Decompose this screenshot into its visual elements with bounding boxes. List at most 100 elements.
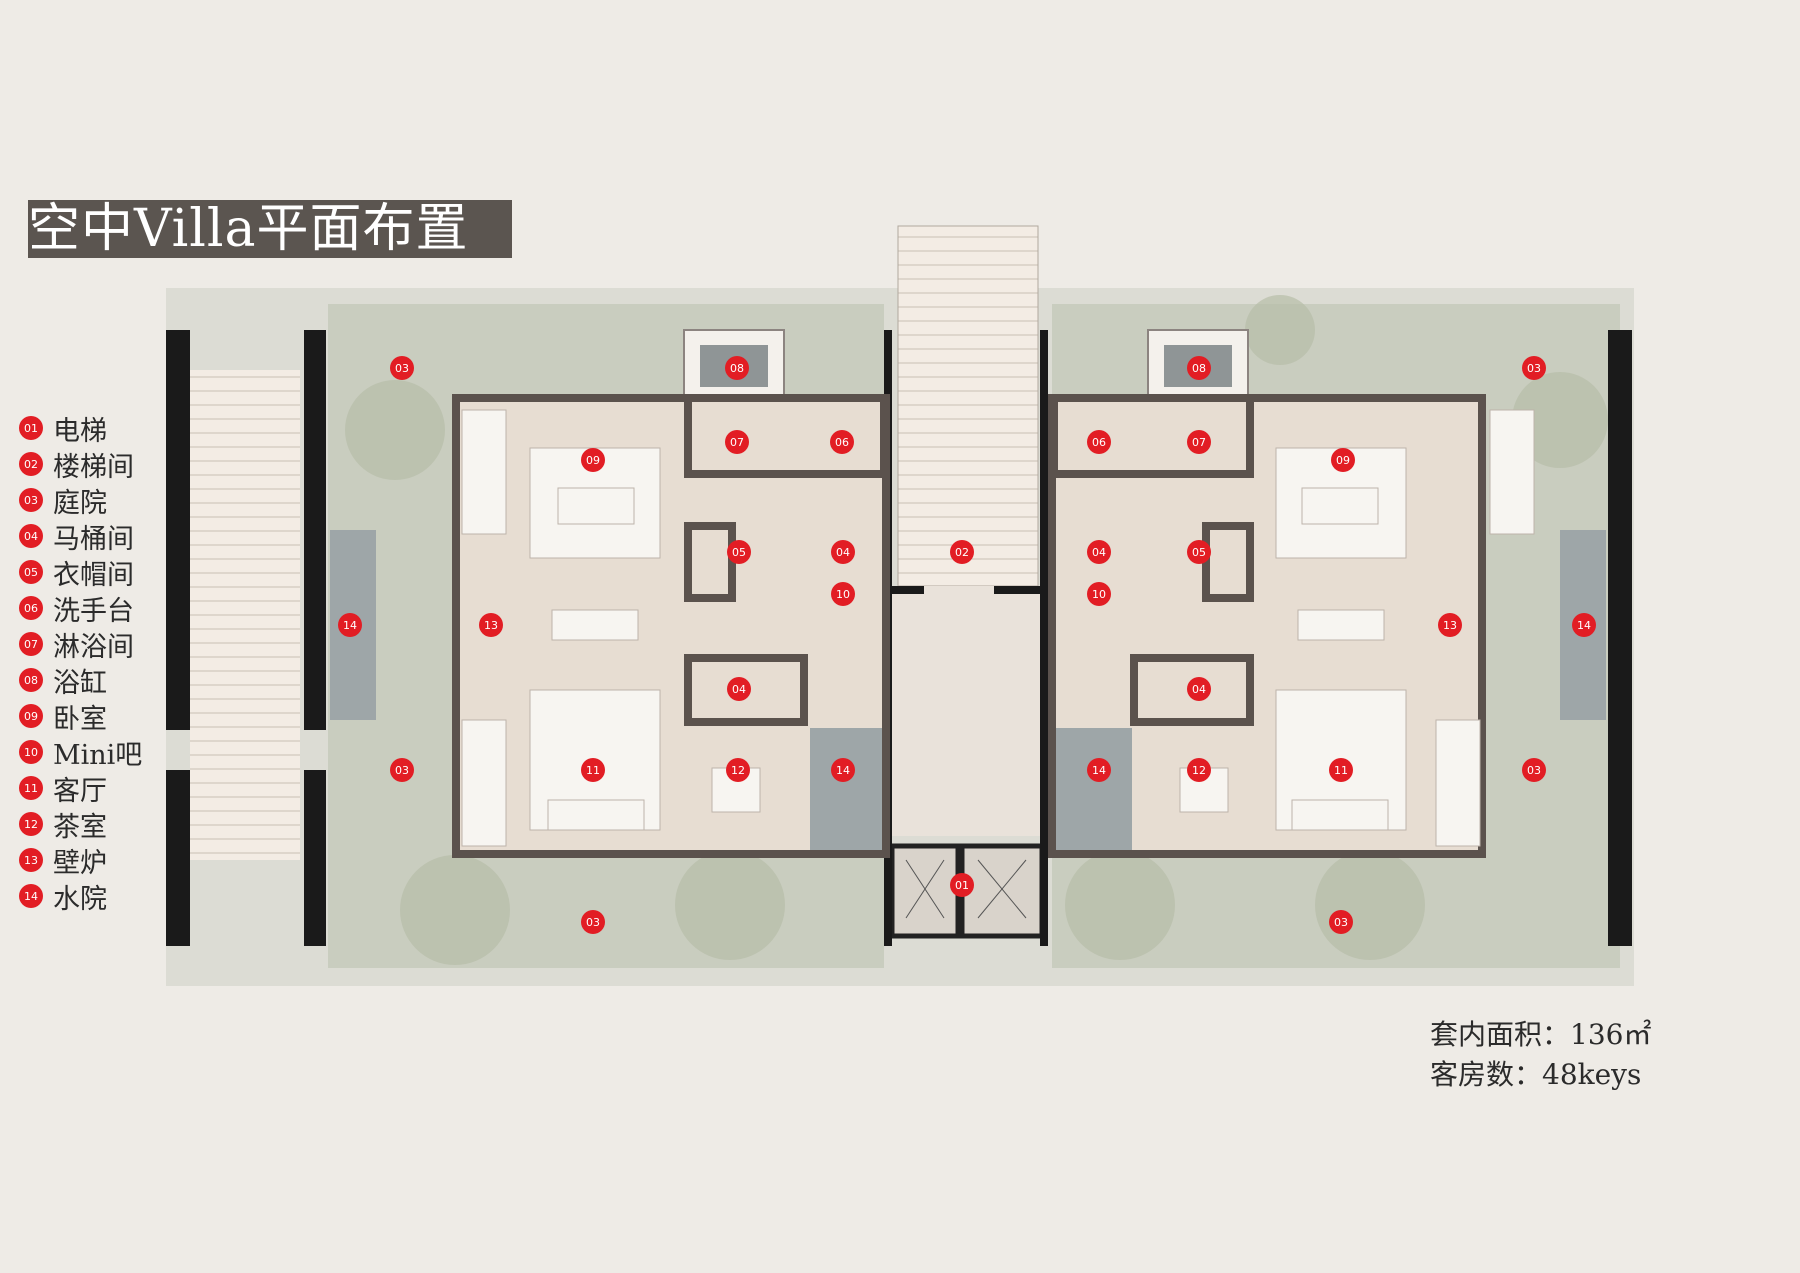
legend-item: 07 淋浴间	[19, 628, 134, 663]
courtyard-top-left	[328, 304, 884, 394]
plan-marker-label: 03	[395, 764, 409, 777]
page-title: 空中Villa平面布置	[28, 199, 469, 259]
plan-marker: 04	[831, 540, 855, 564]
legend-marker: 07	[19, 632, 43, 656]
plan-marker-label: 04	[1092, 546, 1106, 559]
legend-label: 浴缸	[53, 667, 107, 699]
legend-marker: 09	[19, 704, 43, 728]
legend-marker: 14	[19, 884, 43, 908]
plan-marker-label: 03	[395, 362, 409, 375]
title-banner: 空中Villa平面布置	[28, 200, 512, 258]
plan-marker: 03	[390, 758, 414, 782]
plan-marker-label: 06	[835, 436, 849, 449]
plan-marker: 12	[1187, 758, 1211, 782]
plan-marker: 03	[1329, 910, 1353, 934]
elevator-cross	[977, 859, 1027, 919]
courtyard-top-right	[1052, 304, 1620, 394]
trees	[345, 295, 1608, 965]
walls	[166, 330, 1632, 946]
plan-marker: 06	[1087, 430, 1111, 454]
plan-marker-label: 03	[586, 916, 600, 929]
plan-marker: 01	[950, 873, 974, 897]
plan-marker: 09	[581, 448, 605, 472]
legend-marker: 04	[19, 524, 43, 548]
plan-marker: 13	[479, 613, 503, 637]
legend-label: 庭院	[53, 487, 107, 519]
plan-marker-label: 10	[1092, 588, 1106, 601]
water-court-center-right	[1054, 728, 1132, 856]
plan-marker: 03	[1522, 758, 1546, 782]
legend-marker: 08	[19, 668, 43, 692]
legend-label: 淋浴间	[53, 631, 134, 663]
plan-marker-label: 12	[731, 764, 745, 777]
plan-marker: 04	[1187, 677, 1211, 701]
plan-marker: 02	[950, 540, 974, 564]
plan-marker: 14	[831, 758, 855, 782]
plan-marker-label: 03	[1527, 362, 1541, 375]
plan-marker: 03	[581, 910, 605, 934]
plan-marker: 14	[1572, 613, 1596, 637]
plan-marker: 09	[1331, 448, 1355, 472]
plan-marker: 10	[1087, 582, 1111, 606]
legend-label: 楼梯间	[53, 451, 134, 483]
plan-marker: 05	[727, 540, 751, 564]
plan-marker: 08	[725, 356, 749, 380]
plan-marker-label: 05	[1192, 546, 1206, 559]
plan-marker: 14	[1087, 758, 1111, 782]
partitions-right	[1048, 394, 1486, 858]
plan-marker-label: 07	[730, 436, 744, 449]
plan-marker-label: 10	[836, 588, 850, 601]
plan-marker-label: 14	[1577, 619, 1591, 632]
plan-marker-label: 14	[343, 619, 357, 632]
legend-label: Mini吧	[53, 739, 143, 771]
plan-marker-label: 04	[732, 683, 746, 696]
plan-marker: 07	[1187, 430, 1211, 454]
plan-marker-label: 02	[955, 546, 969, 559]
plan-marker-label: 11	[586, 764, 600, 777]
legend-label: 水院	[53, 883, 107, 915]
plan-marker: 11	[1329, 758, 1353, 782]
legend-item: 03 庭院	[19, 484, 107, 519]
legend-item: 14 水院	[19, 880, 107, 915]
plan-marker-label: 06	[1092, 436, 1106, 449]
legend-item: 08 浴缸	[19, 664, 107, 699]
elevator-shaft-left	[889, 843, 961, 939]
legend-marker: 01	[19, 416, 43, 440]
legend-marker: 03	[19, 488, 43, 512]
plan-marker-label: 11	[1334, 764, 1348, 777]
elevator-cross	[905, 859, 945, 919]
area-text: 套内面积：136㎡	[1430, 1018, 1652, 1051]
plan-marker: 13	[1438, 613, 1462, 637]
plan-marker: 08	[1187, 356, 1211, 380]
legend-label: 洗手台	[53, 595, 134, 627]
plan-marker-label: 04	[1192, 683, 1206, 696]
legend-label: 茶室	[53, 811, 107, 843]
plan-marker-label: 13	[1443, 619, 1457, 632]
legend-marker: 12	[19, 812, 43, 836]
plan-marker-label: 14	[1092, 764, 1106, 777]
plan-marker-label: 08	[730, 362, 744, 375]
plan-marker: 11	[581, 758, 605, 782]
legend-marker: 11	[19, 776, 43, 800]
plan-marker: 04	[727, 677, 751, 701]
legend-label: 壁炉	[53, 847, 107, 879]
plan-marker: 04	[1087, 540, 1111, 564]
legend-label: 衣帽间	[53, 559, 134, 591]
water-court-center-left	[810, 728, 888, 856]
plan-marker-label: 13	[484, 619, 498, 632]
plan-marker: 05	[1187, 540, 1211, 564]
elevator-shaft-right	[959, 843, 1045, 939]
plan-marker: 06	[830, 430, 854, 454]
plan-marker-label: 09	[586, 454, 600, 467]
rooms-text: 客房数：48keys	[1430, 1058, 1642, 1091]
legend-label: 卧室	[53, 703, 107, 735]
plan-marker-label: 08	[1192, 362, 1206, 375]
